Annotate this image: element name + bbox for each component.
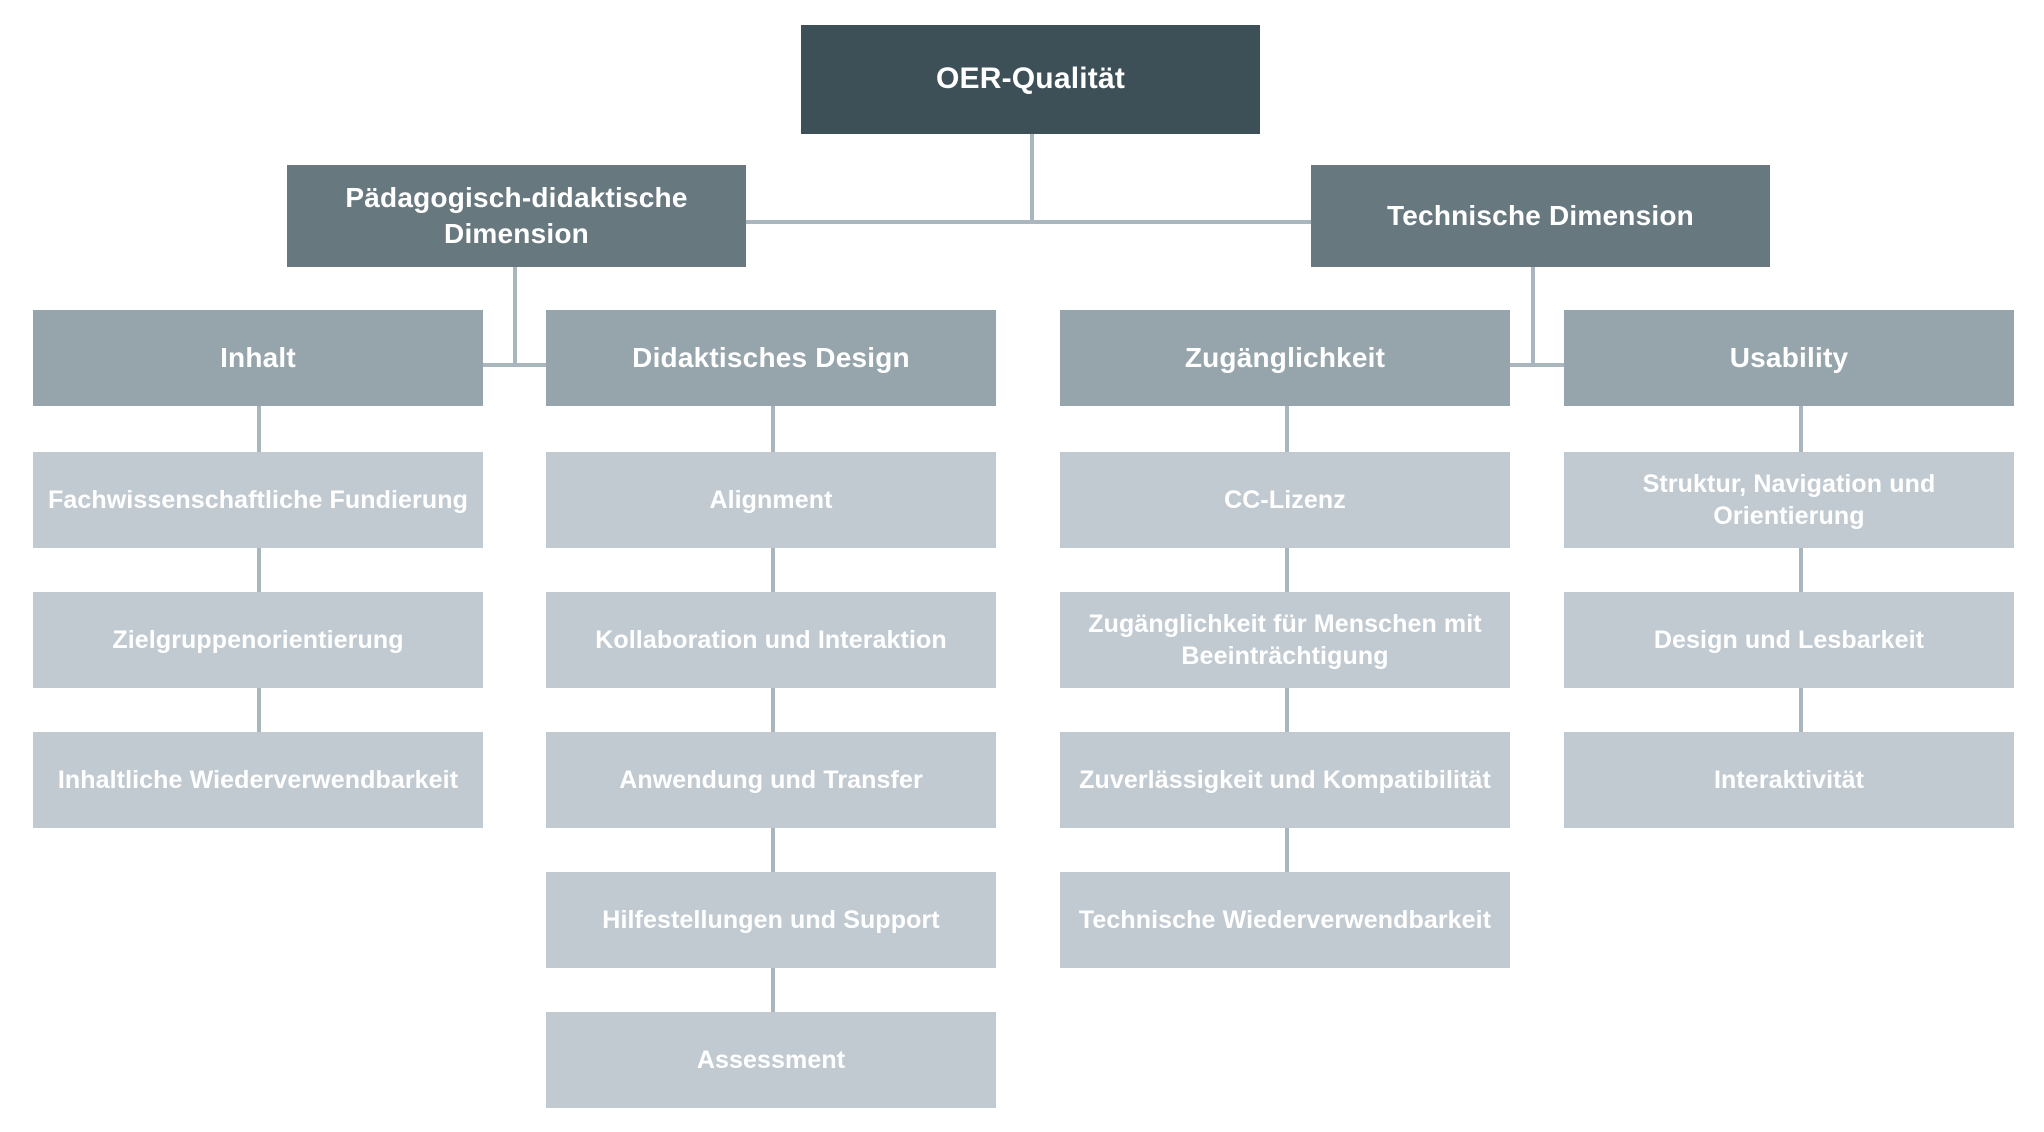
node-label: Anwendung und Transfer [619,766,923,794]
node-technische-dimension[interactable]: Technische Dimension [1311,165,1770,267]
node-label: Zuverlässigkeit und Kompatibilität [1079,766,1491,794]
connector-dim-right-stem [1531,267,1535,365]
node-criterion-alignment[interactable]: Alignment [546,452,996,548]
node-label: Zugänglichkeit für Menschen mit Beeinträ… [1088,610,1482,670]
node-criterion-technische-wiederverwendbarkeit[interactable]: Technische Wiederverwendbarkeit [1060,872,1510,968]
connector-cat-bus-right [1498,363,1564,367]
node-criterion-zuverlaessigkeit-und-kompatibilitaet[interactable]: Zuverlässigkeit und Kompatibilität [1060,732,1510,828]
node-label: Usability [1729,342,1849,374]
node-criterion-assessment[interactable]: Assessment [546,1012,996,1108]
node-label: Design und Lesbarkeit [1653,626,1925,654]
node-criterion-kollaboration-und-interaktion[interactable]: Kollaboration und Interaktion [546,592,996,688]
node-category-usability[interactable]: Usability [1564,310,2014,406]
node-criterion-inhaltliche-wiederverwendbarkeit[interactable]: Inhaltliche Wiederverwendbarkeit [33,732,483,828]
node-category-zugaenglichkeit[interactable]: Zugänglichkeit [1060,310,1510,406]
node-label: Fachwissenschaftliche Fundierung [48,486,468,514]
node-label: Kollaboration und Interaktion [595,626,947,654]
node-criterion-struktur-navigation-und-orientierung[interactable]: Struktur, Navigation und Orientierung [1564,452,2014,548]
node-label: Struktur, Navigation und Orientierung [1642,470,1936,530]
node-paedagogisch-didaktische-dimension[interactable]: Pädagogisch-didaktische Dimension [287,165,746,267]
connector-root-stem [1030,134,1034,220]
node-criterion-interaktivitaet[interactable]: Interaktivität [1564,732,2014,828]
connector-root-bus [513,220,1524,224]
node-label: Technische Wiederverwendbarkeit [1078,906,1492,934]
node-oer-qualitaet[interactable]: OER-Qualität [801,25,1260,134]
node-criterion-cc-lizenz[interactable]: CC-Lizenz [1060,452,1510,548]
node-label: Technische Dimension [1387,200,1694,232]
connector-dim-left-stem [513,267,517,365]
node-criterion-fachwissenschaftliche-fundierung[interactable]: Fachwissenschaftliche Fundierung [33,452,483,548]
node-label: Pädagogisch-didaktische Dimension [345,182,688,249]
node-criterion-hilfestellungen-und-support[interactable]: Hilfestellungen und Support [546,872,996,968]
node-label: Inhaltliche Wiederverwendbarkeit [57,766,459,794]
node-label: CC-Lizenz [1224,486,1346,514]
node-criterion-zugaenglichkeit-fuer-menschen-mit-beeintraechtigung[interactable]: Zugänglichkeit für Menschen mit Beeinträ… [1060,592,1510,688]
node-label: Hilfestellungen und Support [602,906,940,934]
node-label: Interaktivität [1713,766,1865,794]
node-criterion-anwendung-und-transfer[interactable]: Anwendung und Transfer [546,732,996,828]
node-label: Zielgruppenorientierung [112,626,404,654]
node-label: Assessment [696,1046,846,1074]
node-label: Alignment [709,486,833,514]
node-category-inhalt[interactable]: Inhalt [33,310,483,406]
node-label: OER-Qualität [935,62,1126,96]
node-criterion-zielgruppenorientierung[interactable]: Zielgruppenorientierung [33,592,483,688]
node-category-didaktisches-design[interactable]: Didaktisches Design [546,310,996,406]
connector-cat-bus-left [480,363,546,367]
node-criterion-design-und-lesbarkeit[interactable]: Design und Lesbarkeit [1564,592,2014,688]
node-label: Zugänglichkeit [1184,342,1386,374]
node-label: Didaktisches Design [632,342,910,374]
node-label: Inhalt [220,342,296,374]
